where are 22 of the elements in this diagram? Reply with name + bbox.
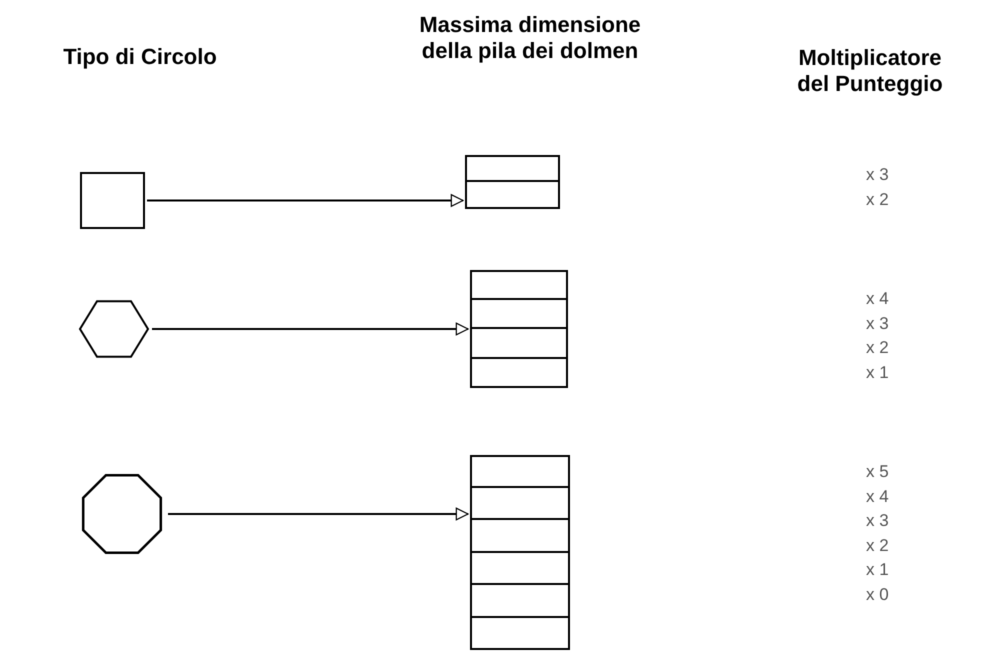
square [80, 172, 145, 229]
multiplier-text: x 1 [866, 559, 889, 581]
multiplier-text: x 3 [866, 312, 889, 334]
arrow [152, 322, 469, 336]
multiplier-text: x 4 [866, 486, 889, 508]
column-heading: Massima dimensione della pila dei dolmen [418, 12, 642, 64]
stack-drawing [470, 270, 568, 388]
arrow [168, 508, 469, 520]
column-heading: Moltiplicatore del Punteggio [796, 45, 944, 97]
multiplier-text: x 3 [866, 510, 889, 532]
column-heading: Tipo di Circolo [62, 44, 218, 70]
multiplier-text: x 3 [866, 164, 889, 186]
stack-drawing [470, 455, 570, 650]
multiplier-text: x 2 [866, 337, 889, 359]
stack-drawing [465, 155, 560, 209]
multiplier-text: x 0 [866, 584, 889, 606]
multiplier-text: x 1 [866, 362, 889, 384]
multiplier-text: x 4 [866, 288, 889, 310]
arrow [147, 194, 464, 207]
multiplier-text: x 2 [866, 188, 889, 210]
multiplier-text: x 2 [866, 534, 889, 556]
multiplier-text: x 5 [866, 461, 889, 483]
